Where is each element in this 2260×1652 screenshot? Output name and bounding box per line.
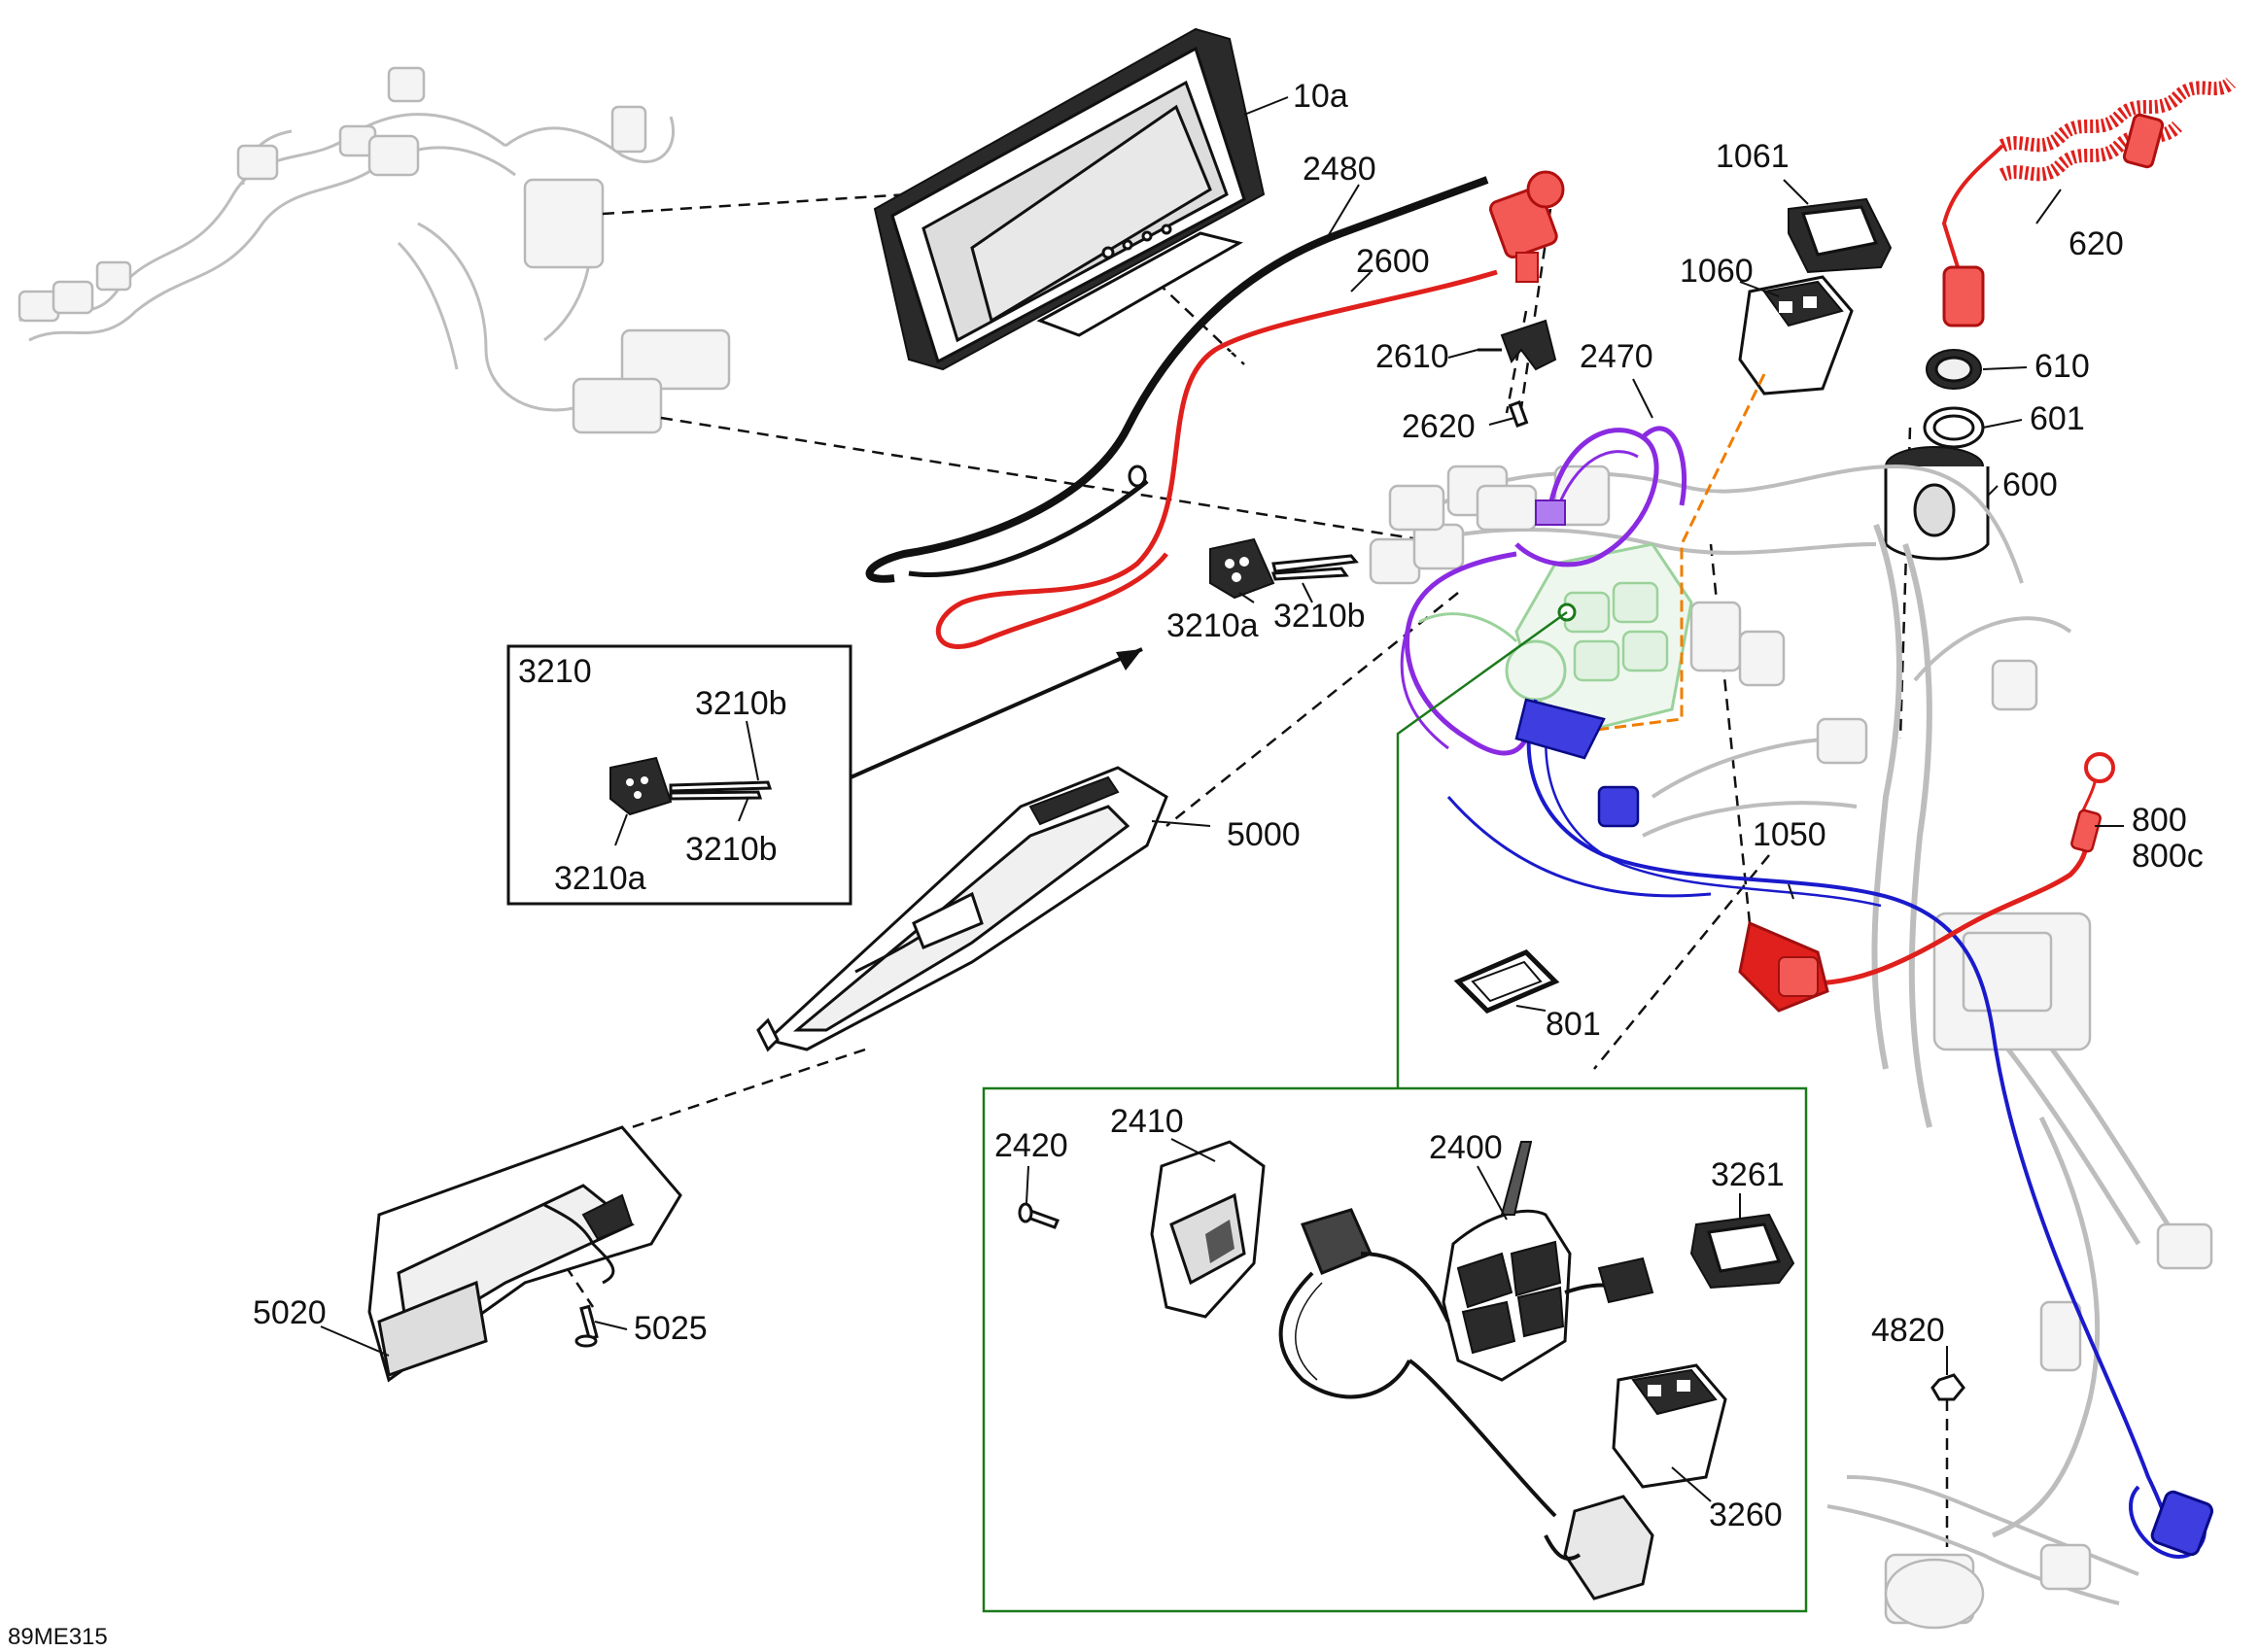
label-2420: 2420 xyxy=(994,1127,1068,1164)
label-2410: 2410 xyxy=(1110,1103,1184,1140)
purple-harness-2470[interactable] xyxy=(1400,426,1687,756)
label-3260: 3260 xyxy=(1709,1497,1783,1533)
screw-2620[interactable] xyxy=(1508,400,1529,428)
part-labels: 10a 2480 2600 2610 2620 2470 1061 1060 6… xyxy=(253,78,2204,1349)
blue-harness-1050[interactable] xyxy=(1446,698,2214,1559)
instrument-cluster-10a[interactable] xyxy=(873,27,1266,371)
bracket-2610[interactable] xyxy=(1478,319,1557,371)
inset-box-3210: 3210 3210b 3210b 3210a xyxy=(506,644,1143,906)
main-harness-ghost xyxy=(1369,464,2213,1630)
label-2480: 2480 xyxy=(1303,151,1376,188)
label-1061: 1061 xyxy=(1716,138,1790,175)
inset-3210-title: 3210 xyxy=(518,653,592,690)
label-2620: 2620 xyxy=(1402,408,1476,445)
label-600: 600 xyxy=(2002,466,2058,503)
inset-screw-2420 xyxy=(1018,1202,1060,1229)
inset-switch-housing-2400 xyxy=(1278,1141,1654,1518)
red-cable-800[interactable] xyxy=(1738,752,2115,1013)
terminal-3210b[interactable] xyxy=(1270,554,1359,581)
label-1060: 1060 xyxy=(1680,253,1754,290)
red-harness-2600[interactable] xyxy=(935,170,1565,649)
label-800: 800 xyxy=(2132,802,2187,839)
gasket-801[interactable] xyxy=(1453,949,1560,1014)
label-1050: 1050 xyxy=(1753,816,1826,853)
label-5000: 5000 xyxy=(1227,816,1301,853)
label-801: 801 xyxy=(1546,1006,1601,1043)
label-10a: 10a xyxy=(1293,78,1348,115)
inset-connector-plug xyxy=(1544,1495,1654,1600)
label-2470: 2470 xyxy=(1580,338,1653,375)
ignition-switch-600[interactable] xyxy=(1884,446,1990,561)
inset-housing-2410 xyxy=(1150,1140,1266,1319)
label-5025: 5025 xyxy=(634,1310,708,1347)
lower-panel-5000[interactable] xyxy=(756,766,1168,1052)
label-3261: 3261 xyxy=(1711,1156,1785,1193)
label-2610: 2610 xyxy=(1375,338,1449,375)
nut-4820[interactable] xyxy=(1930,1373,1965,1401)
connector-3210a[interactable] xyxy=(1209,537,1275,600)
switch-assembly-ghost-green xyxy=(1418,542,1693,731)
label-601: 601 xyxy=(2030,400,2085,437)
washer-601[interactable] xyxy=(1923,406,1985,449)
inset-3210b-bottom-label: 3210b xyxy=(685,831,778,868)
label-3210b: 3210b xyxy=(1273,598,1366,635)
inset-connector-3210a xyxy=(609,756,673,816)
ghost-harness-top-left xyxy=(17,66,731,434)
button-cap-1061[interactable] xyxy=(1788,197,1893,274)
inset-3210b-top-label: 3210b xyxy=(695,685,787,722)
seal-strip-2480[interactable] xyxy=(865,176,1489,583)
label-620: 620 xyxy=(2069,225,2124,262)
label-800c: 800c xyxy=(2132,838,2204,875)
inset-box-switch-assembly: 2420 2410 2400 3261 3260 xyxy=(982,610,1808,1613)
inset-3210a-label: 3210a xyxy=(554,860,646,897)
label-2400: 2400 xyxy=(1429,1129,1503,1166)
label-3210a: 3210a xyxy=(1166,607,1259,644)
bolt-5025[interactable] xyxy=(574,1304,599,1348)
inset-terminal-3210b xyxy=(669,780,773,801)
label-610: 610 xyxy=(2034,348,2090,385)
lower-bracket-5020[interactable] xyxy=(367,1125,682,1383)
inset-button-cap-3261 xyxy=(1689,1213,1795,1290)
inset-switch-3260 xyxy=(1612,1363,1727,1489)
label-2600: 2600 xyxy=(1356,243,1430,280)
tether-lanyard-620[interactable] xyxy=(1941,77,2236,327)
switch-1060[interactable] xyxy=(1738,275,1854,396)
label-4820: 4820 xyxy=(1871,1312,1945,1349)
label-5020: 5020 xyxy=(253,1294,327,1331)
ring-610[interactable] xyxy=(1926,349,1982,390)
leader-lines xyxy=(320,96,2124,1375)
figure-code: 89ME315 xyxy=(8,1624,108,1650)
